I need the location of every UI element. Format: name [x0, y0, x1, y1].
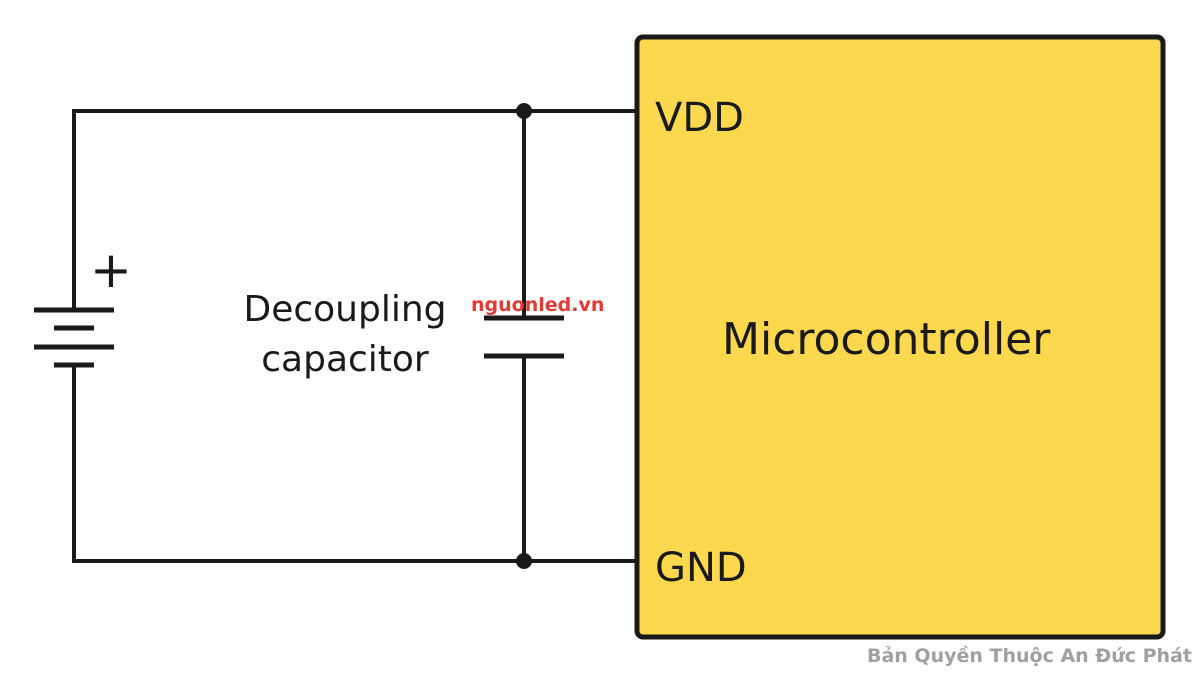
copyright-text: Bản Quyền Thuộc An Đức Phát: [866, 645, 1192, 667]
watermark-text: nguonled.vn: [471, 294, 605, 316]
capacitor-label: Decoupling capacitor: [230, 285, 460, 385]
capacitor-symbol: [484, 315, 564, 359]
vdd-pin-label: VDD: [655, 95, 744, 141]
gnd-pin-label: GND: [655, 545, 747, 591]
gnd-junction: [516, 553, 532, 569]
capacitor-label-line2: capacitor: [261, 339, 429, 380]
battery-symbol: [34, 307, 114, 368]
vdd-junction: [516, 103, 532, 119]
microcontroller-block: [634, 34, 1166, 640]
battery-plus-sign: +: [90, 241, 132, 299]
capacitor-label-line1: Decoupling: [243, 289, 447, 330]
microcontroller-label: Microcontroller: [722, 314, 1051, 365]
